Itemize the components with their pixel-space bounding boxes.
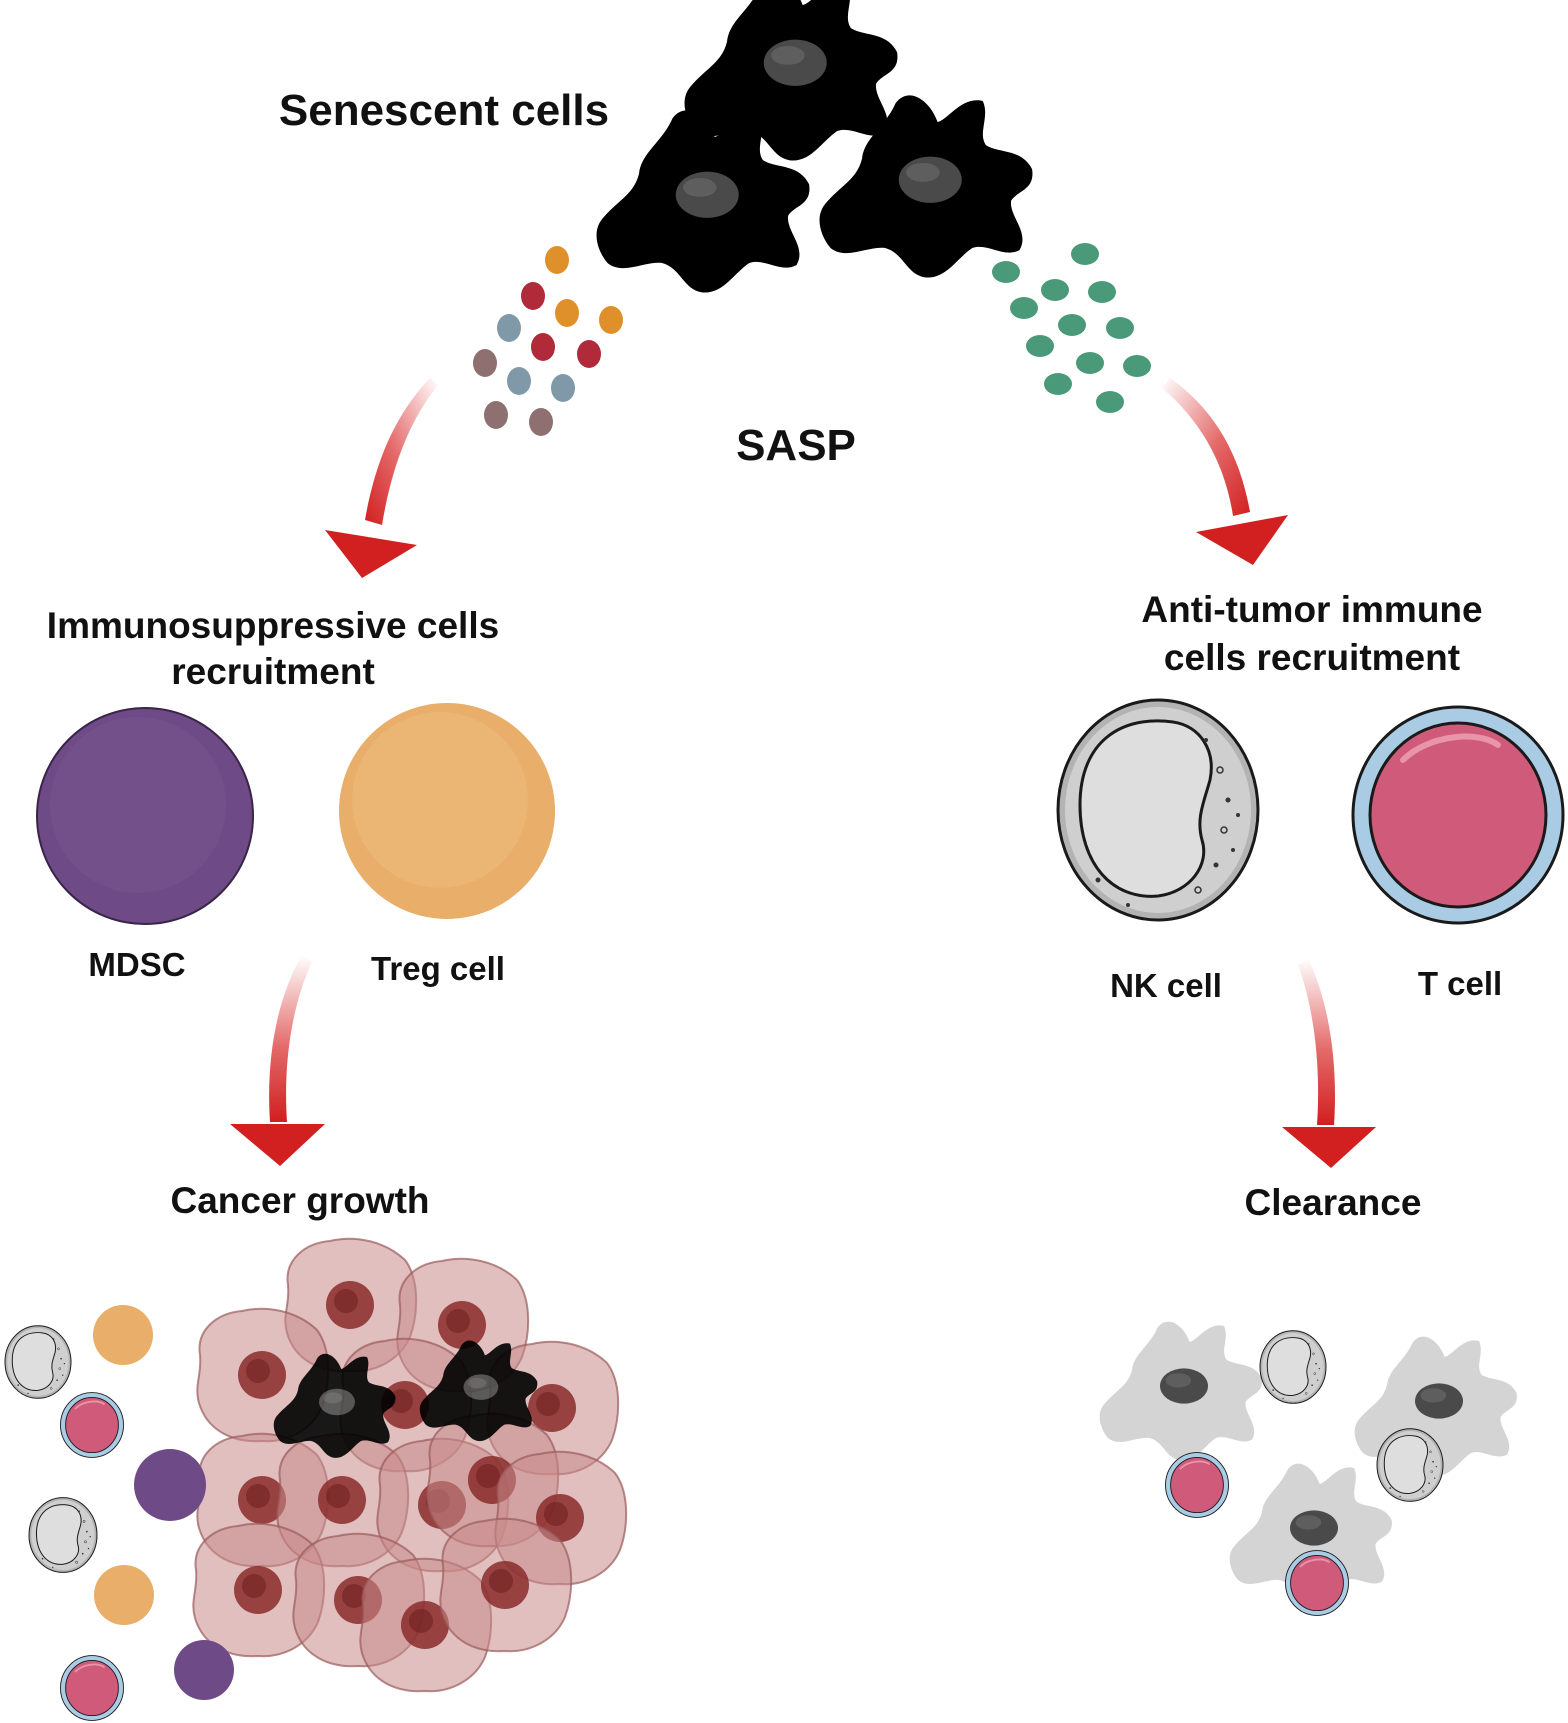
clearance-label: Clearance: [1245, 1182, 1422, 1223]
senescent-cell-cluster: [596, 0, 1033, 293]
mdsc-label: MDSC: [88, 946, 185, 983]
arrow-to-clearance: [1282, 958, 1376, 1168]
arrow-to-cancer-growth: [230, 955, 325, 1166]
senescent-cells-label: Senescent cells: [279, 86, 609, 135]
arrow-to-antitumor: [1162, 378, 1288, 565]
treg-cell-label: Treg cell: [371, 950, 505, 987]
sasp-factors-left: [473, 246, 623, 436]
antitumor-label-line1: Anti-tumor immune: [1141, 589, 1482, 630]
tumor-mass: [192, 1237, 628, 1693]
nk-cell-label: NK cell: [1110, 967, 1222, 1004]
treg-cell: [339, 703, 555, 919]
sasp-factors-right: [992, 243, 1151, 413]
mdsc-cell: [36, 707, 254, 925]
nk-cell: [1056, 698, 1260, 922]
immunosuppressive-label-line1: Immunosuppressive cells: [47, 605, 499, 646]
arrow-to-immunosuppressive: [325, 378, 438, 578]
antitumor-label-line2: cells recruitment: [1164, 637, 1460, 678]
sasp-label: SASP: [736, 421, 856, 470]
t-cell-label: T cell: [1418, 965, 1502, 1002]
immunosuppressive-label-line2: recruitment: [171, 651, 375, 692]
cancer-growth-label: Cancer growth: [170, 1180, 429, 1221]
t-cell: [1353, 707, 1563, 923]
immune-cells-cancer-side: [4, 1305, 234, 1722]
